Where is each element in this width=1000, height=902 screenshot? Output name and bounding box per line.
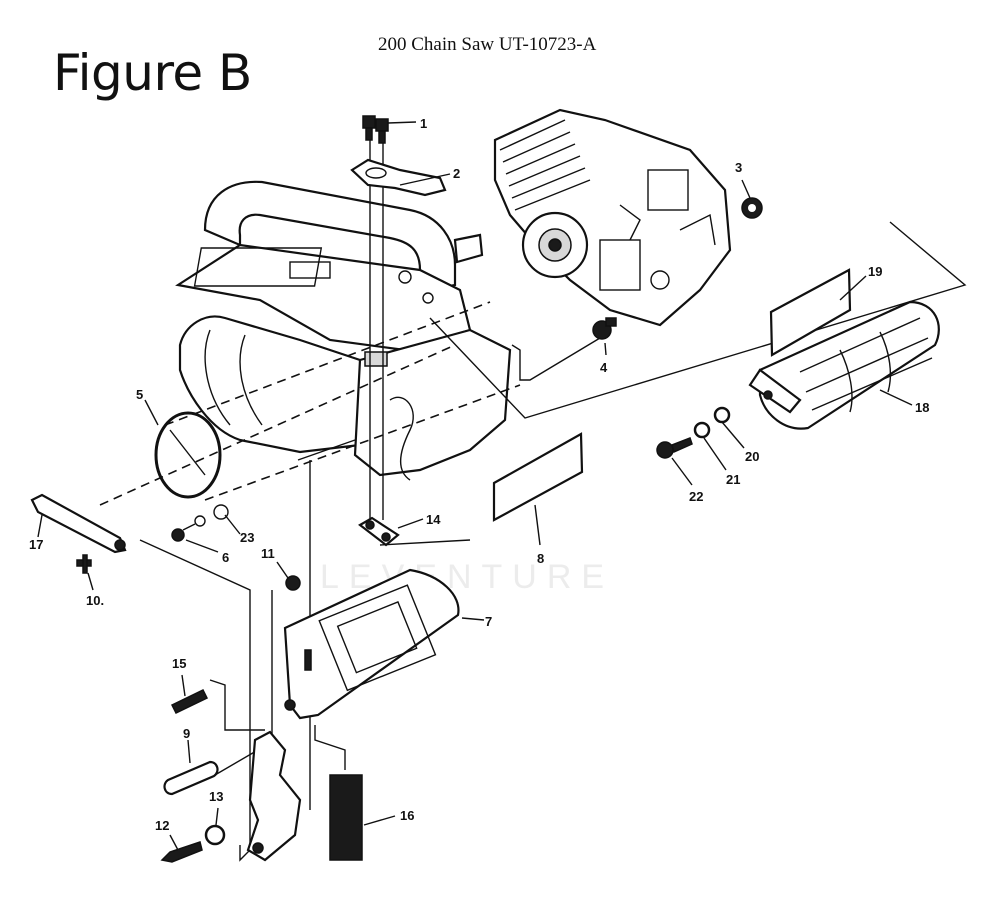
callout-9: 9 — [183, 726, 190, 741]
callout-18: 18 — [915, 400, 929, 415]
part-15-spring — [170, 689, 209, 714]
callout-17: 17 — [29, 537, 43, 552]
leader-lines — [37, 121, 913, 851]
callout-4: 4 — [600, 360, 608, 375]
callout-10: 10. — [86, 593, 104, 608]
part-12-screw — [160, 841, 203, 863]
part-9-pin — [163, 760, 219, 796]
callout-6: 6 — [222, 550, 229, 565]
callout-16: 16 — [400, 808, 414, 823]
part-2-latch — [350, 158, 447, 197]
part-17-lever — [30, 493, 127, 554]
callout-21: 21 — [726, 472, 740, 487]
part-16-pad — [329, 774, 363, 861]
part-22-screw — [656, 437, 693, 459]
part-23-washer — [194, 504, 229, 527]
part-14-clip — [358, 516, 400, 547]
part-19-label — [769, 268, 852, 357]
part-10-screw — [76, 554, 92, 574]
part-11-bolt — [285, 575, 301, 591]
engine-assembly — [493, 108, 732, 327]
callout-8: 8 — [537, 551, 544, 566]
part-7-side-plate — [283, 568, 460, 720]
part-13-washer — [204, 824, 226, 846]
part-1-screws — [362, 115, 389, 144]
callout-12: 12 — [155, 818, 169, 833]
callout-7: 7 — [485, 614, 492, 629]
diagram-title: 200 Chain Saw UT-10723-A — [378, 34, 597, 55]
part-3-nut — [741, 197, 763, 219]
callout-5: 5 — [136, 387, 143, 402]
part-18-muffler — [748, 300, 940, 430]
housing-assembly — [175, 180, 512, 481]
callout-14: 14 — [426, 512, 441, 527]
part-21-washer — [693, 421, 711, 439]
callout-numbers: 1 2 3 4 5 6 7 8 9 10. 11 12 13 14 15 16 … — [29, 116, 929, 833]
part-20-washer — [713, 406, 731, 424]
callout-23: 23 — [240, 530, 254, 545]
callout-3: 3 — [735, 160, 742, 175]
callout-1: 1 — [420, 116, 427, 131]
callout-19: 19 — [868, 264, 882, 279]
callout-11: 11 — [261, 546, 275, 561]
callout-22: 22 — [689, 489, 703, 504]
chain-brake-bracket — [246, 699, 302, 862]
part-5-ring — [154, 411, 222, 499]
callout-13: 13 — [209, 789, 223, 804]
callout-2: 2 — [453, 166, 460, 181]
part-8-label — [492, 432, 584, 522]
figure-label: Figure B — [53, 44, 252, 102]
part-4-bolt — [592, 317, 617, 340]
callout-20: 20 — [745, 449, 759, 464]
part-6-screw — [171, 523, 196, 542]
callout-15: 15 — [172, 656, 186, 671]
